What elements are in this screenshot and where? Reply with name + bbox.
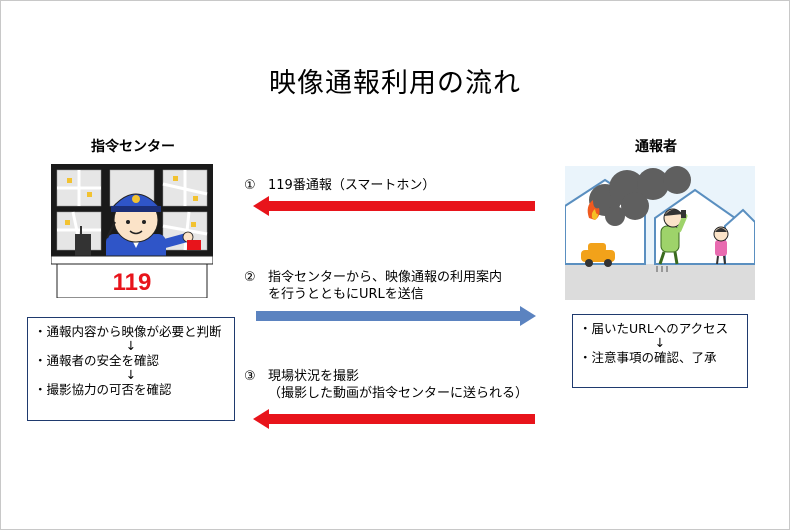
right-note-box: ・届いたURLへのアクセス ↓ ・注意事項の確認、了承 <box>572 314 748 388</box>
step-3-text-line-2: （撮影した動画が指令センターに送られる） <box>268 386 529 401</box>
right-label: 通報者 <box>635 139 677 155</box>
left-note-line-2: ・通報者の安全を確認 <box>34 353 160 368</box>
arrow-step-2-right <box>256 306 536 326</box>
step-2: ② 指令センターから、映像通報の利用案内 を行うとともにURLを送信 <box>244 269 502 303</box>
arrow-step-3-left <box>253 409 535 429</box>
left-note-box: ・通報内容から映像が必要と判断 ↓ ・通報者の安全を確認 ↓ ・撮影協力の可否を… <box>27 317 235 421</box>
step-1-number: ① <box>244 178 256 193</box>
arrow-step-1-left <box>253 196 535 216</box>
step-3-number: ③ <box>244 369 256 384</box>
step-2-number: ② <box>244 270 256 285</box>
down-arrow-icon: ↓ <box>125 367 137 382</box>
left-note-line-1: ・通報内容から映像が必要と判断 <box>34 324 222 339</box>
down-arrow-icon: ↓ <box>654 335 666 350</box>
reporter-fire-scene-illustration <box>565 166 755 300</box>
step-1-text: 119番通報（スマートホン） <box>268 178 436 193</box>
step-2-text-line-2: を行うとともにURLを送信 <box>268 287 424 302</box>
right-note-line-2: ・注意事項の確認、了承 <box>579 350 717 365</box>
page-title: 映像通報利用の流れ <box>269 68 521 99</box>
left-label: 指令センター <box>91 139 175 155</box>
dispatch-operator-illustration: 119 <box>51 164 213 298</box>
right-note-line-1: ・届いたURLへのアクセス <box>579 321 729 336</box>
step-3-text-line-1: 現場状況を撮影 <box>268 369 360 384</box>
down-arrow-icon: ↓ <box>125 338 137 353</box>
step-1: ① 119番通報（スマートホン） <box>244 177 435 194</box>
left-note-line-3: ・撮影協力の可否を確認 <box>34 382 172 397</box>
badge-119: 119 <box>113 269 152 296</box>
step-3: ③ 現場状況を撮影 （撮影した動画が指令センターに送られる） <box>244 368 528 402</box>
step-2-text-line-1: 指令センターから、映像通報の利用案内 <box>268 270 503 285</box>
